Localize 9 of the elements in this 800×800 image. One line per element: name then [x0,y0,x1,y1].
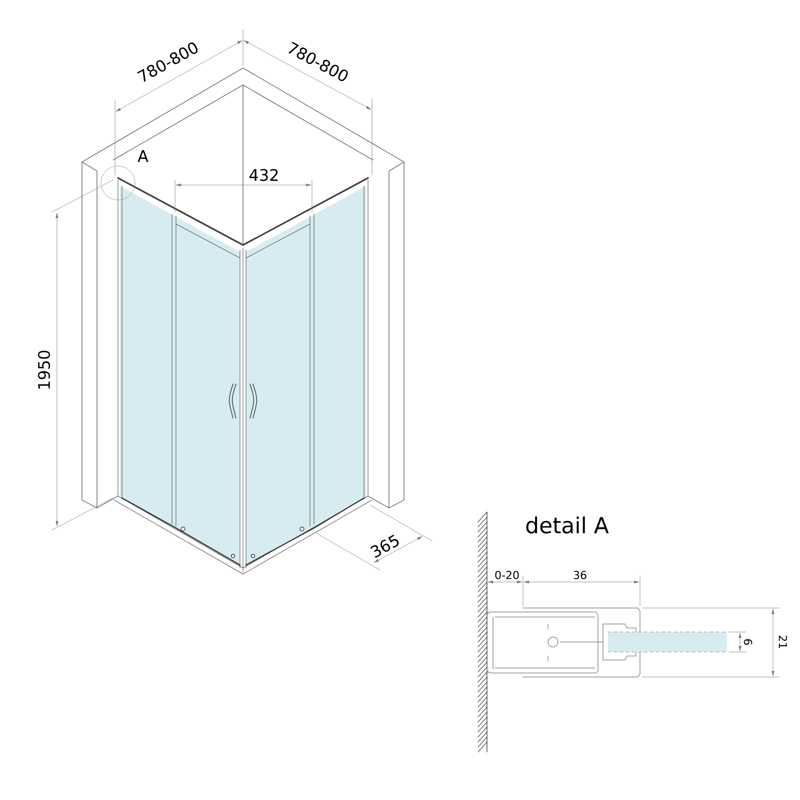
dimension-label: 365 [370,534,399,558]
detail-marker: A [138,150,148,162]
dimension-label: 432 [250,168,278,182]
dimension-label: 36 [574,570,586,580]
dimension-label: 6 [744,639,752,645]
dimension-label: 21 [778,636,788,648]
dimension-label: 1950 [38,350,50,389]
dimension-label: 0-20 [495,570,519,580]
view-title: detail A [526,516,609,534]
